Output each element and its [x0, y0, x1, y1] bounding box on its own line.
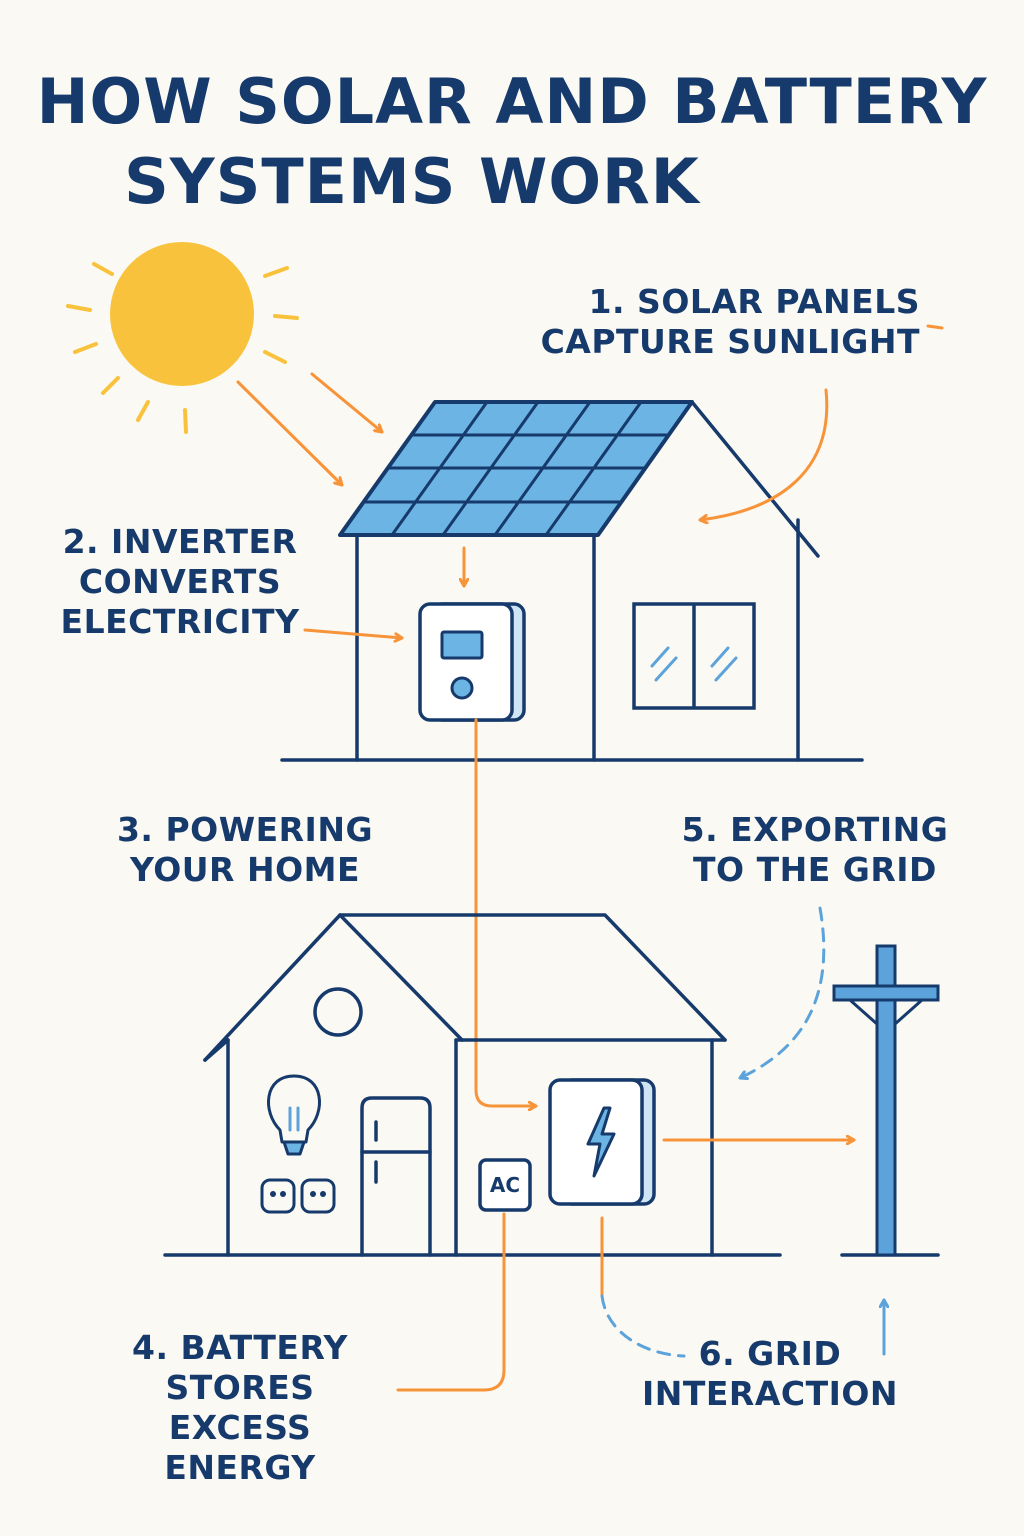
step-6-label: 6. GRID INTERACTION [641, 1334, 899, 1413]
sunlight-arrows [236, 372, 384, 487]
fridge-icon [360, 1096, 432, 1257]
sun-icon [66, 242, 299, 434]
step-2-label: 2. INVERTER CONVERTS ELECTRICITY [60, 522, 300, 641]
step-5-label: 5. EXPORTING TO THE GRID [681, 810, 949, 889]
battery-icon [548, 1078, 656, 1206]
page-title-line-2: SYSTEMS WORK [124, 145, 700, 218]
light-bulb-icon [267, 1074, 321, 1156]
bottom-house [163, 913, 782, 1257]
utility-pole-icon [832, 944, 940, 1257]
inverter-icon [418, 602, 526, 722]
grid-interaction-lines [600, 1216, 884, 1358]
step-1-label: 1. SOLAR PANELS CAPTURE SUNLIGHT [540, 282, 920, 361]
page-title-line-1: HOW SOLAR AND BATTERY [36, 65, 988, 138]
inverter-arrows [303, 324, 944, 638]
power-line [474, 718, 538, 1106]
step-3-label: 3. POWERING YOUR HOME [116, 810, 374, 889]
battery-label-line [396, 1212, 506, 1392]
solar-panel-icon [338, 400, 694, 537]
lightning-bolt-icon [586, 1106, 616, 1178]
ac-unit-icon [478, 1158, 532, 1212]
outlet-icon [260, 1178, 336, 1214]
step-4-label: 4. BATTERY STORES EXCESS ENERGY [132, 1328, 348, 1487]
ac-unit-label: AC [489, 1173, 521, 1197]
window-icon [632, 602, 756, 710]
grid-export-dashed-arrow [738, 906, 826, 1078]
